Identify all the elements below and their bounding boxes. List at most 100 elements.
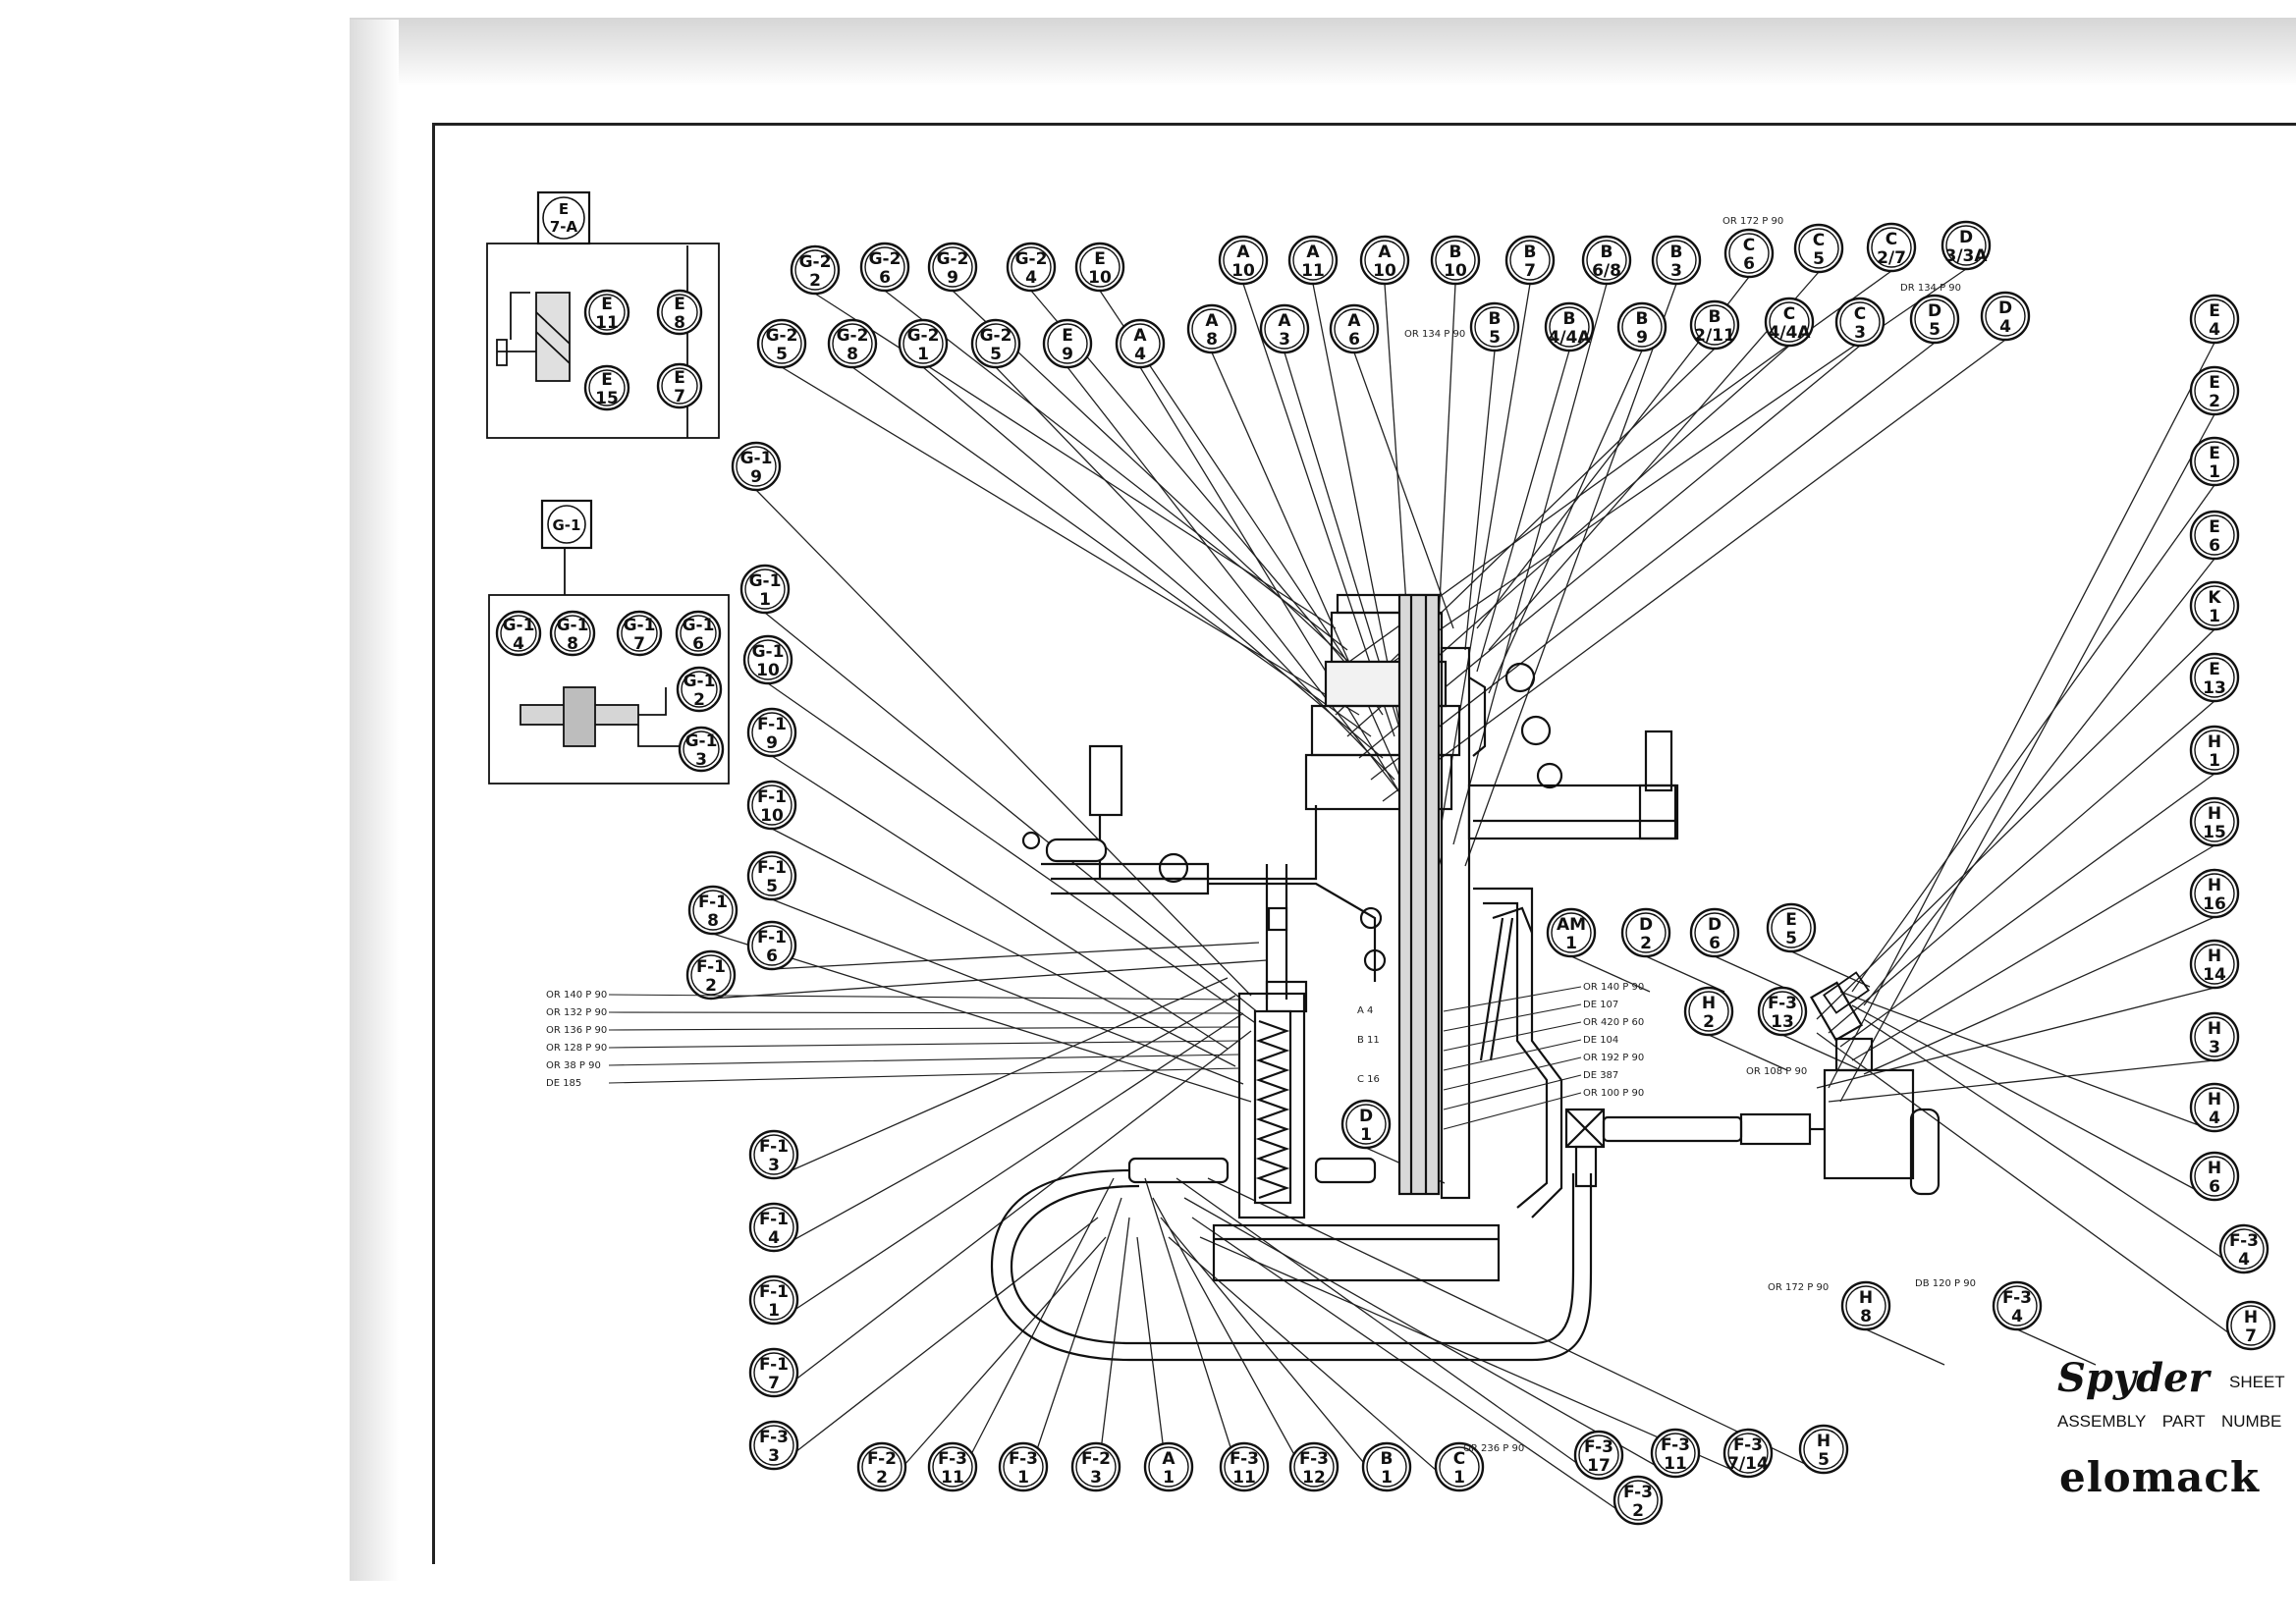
svg-text:G-1: G-1	[557, 616, 589, 635]
callout-e-5: E5	[1766, 902, 1817, 953]
callout-h-8: H8	[1840, 1280, 1891, 1331]
leader-line	[1851, 1004, 2215, 1201]
svg-text:2/7: 2/7	[1877, 248, 1906, 268]
svg-text:10: 10	[760, 806, 784, 826]
svg-text:4: 4	[2011, 1307, 2023, 1326]
callout-c-1: C1	[1434, 1441, 1485, 1492]
leader-line	[1199, 1236, 1749, 1478]
leader-line	[773, 977, 1229, 1179]
callout-b-4-4a: B4/4A	[1544, 301, 1595, 352]
callout-g-2-5: G-25	[756, 318, 807, 369]
svg-text:C: C	[1743, 236, 1755, 255]
sheet-border	[432, 123, 2296, 1564]
assembly-part-number-label: ASSEMBLY PART NUMBE	[2057, 1412, 2282, 1431]
svg-text:G-1: G-1	[683, 616, 715, 635]
leader-line	[771, 942, 1260, 970]
leader-line	[1863, 1018, 2245, 1273]
ref-leader	[608, 1067, 1240, 1084]
leader-lines	[710, 268, 2252, 1525]
callout-e-6: E6	[2189, 510, 2240, 561]
leader-line	[1464, 283, 1677, 867]
ref-note-center: OR 100 P 90	[1583, 1088, 1644, 1099]
svg-text:9: 9	[1636, 328, 1648, 348]
svg-text:B: B	[1636, 309, 1649, 329]
svg-text:1: 1	[768, 1301, 780, 1321]
svg-text:F-1: F-1	[759, 1355, 789, 1375]
callout-g-2-9: G-29	[927, 242, 978, 293]
leader-line	[1570, 955, 1651, 993]
svg-text:3: 3	[1670, 261, 1682, 281]
callout-d-4: D4	[1980, 291, 2031, 342]
svg-text:G-2: G-2	[869, 249, 902, 269]
svg-text:C: C	[1886, 230, 1897, 249]
callout-b-2-11: B2/11	[1689, 299, 1740, 351]
leader-line	[1714, 955, 1794, 993]
detail-bubble-e-15: E15	[583, 364, 630, 411]
svg-text:K: K	[2208, 588, 2221, 608]
ref-note-misc: OR 172 P 90	[1768, 1282, 1829, 1293]
svg-text:G-2: G-2	[837, 326, 869, 346]
callout-f-1-7: F-17	[748, 1347, 799, 1398]
svg-text:1: 1	[917, 345, 929, 364]
ref-note-left: OR 140 P 90	[546, 990, 607, 1001]
svg-text:1: 1	[2209, 751, 2220, 771]
callout-h-2: H2	[1683, 986, 1734, 1037]
scan-shadow-top	[350, 18, 2296, 86]
svg-text:1: 1	[2209, 607, 2220, 626]
callout-h-3: H3	[2189, 1011, 2240, 1062]
svg-text:G-1: G-1	[683, 672, 716, 691]
leader-line	[771, 755, 1229, 1050]
ref-leader	[1443, 1021, 1582, 1052]
svg-text:1: 1	[759, 590, 771, 610]
svg-text:F-3: F-3	[1623, 1483, 1653, 1502]
leader-line	[2016, 1328, 2097, 1366]
callout-g-2-2: G-22	[790, 244, 841, 296]
svg-text:A: A	[1306, 243, 1320, 262]
callout-f-3-1: F-31	[998, 1441, 1049, 1492]
svg-text:H: H	[2208, 1019, 2221, 1039]
svg-text:2: 2	[1640, 934, 1652, 953]
svg-text:F-1: F-1	[757, 928, 787, 947]
ref-note-center: DE 387	[1583, 1070, 1618, 1081]
svg-text:G-1: G-1	[740, 449, 773, 468]
leader-line	[1464, 350, 1496, 651]
svg-text:4: 4	[2209, 320, 2220, 340]
leader-line	[771, 898, 1244, 1085]
ref-note-misc: B 11	[1357, 1035, 1380, 1046]
svg-text:E: E	[559, 200, 569, 218]
callout-a-1: A1	[1143, 1441, 1194, 1492]
svg-text:9: 9	[947, 268, 958, 288]
leader-line	[1191, 1217, 1639, 1525]
svg-text:G-2: G-2	[907, 326, 940, 346]
svg-text:G-1: G-1	[752, 642, 785, 662]
callout-c-5: C5	[1793, 223, 1844, 274]
ref-note-left: OR 128 P 90	[546, 1043, 607, 1054]
svg-text:1: 1	[1565, 934, 1577, 953]
svg-text:F-3: F-3	[2229, 1231, 2259, 1251]
callout-h-15: H15	[2189, 796, 2240, 847]
ref-note-left: OR 38 P 90	[546, 1060, 601, 1071]
callout-b-9: B9	[1616, 301, 1667, 352]
svg-text:G-1: G-1	[503, 616, 535, 635]
ref-leader	[608, 1040, 1240, 1049]
svg-text:3: 3	[2209, 1038, 2220, 1057]
svg-text:F-3: F-3	[759, 1428, 789, 1447]
svg-text:11: 11	[595, 313, 619, 333]
svg-text:7: 7	[1524, 261, 1536, 281]
svg-text:H: H	[2208, 804, 2221, 824]
svg-text:E: E	[2209, 517, 2220, 537]
ref-leader	[608, 1054, 1240, 1066]
callout-c-3: C3	[1834, 297, 1886, 348]
svg-text:D: D	[1639, 915, 1653, 935]
svg-text:G-2: G-2	[1015, 249, 1048, 269]
callout-g-2-5: G-25	[970, 318, 1021, 369]
svg-text:6: 6	[692, 634, 704, 654]
leader-line	[1645, 955, 1725, 993]
svg-text:2: 2	[2209, 392, 2220, 411]
leader-line	[1488, 271, 1820, 651]
detail-box-g1	[488, 548, 730, 785]
svg-text:F-3: F-3	[1009, 1449, 1038, 1469]
svg-text:3: 3	[1090, 1468, 1102, 1488]
svg-text:7: 7	[674, 387, 685, 406]
